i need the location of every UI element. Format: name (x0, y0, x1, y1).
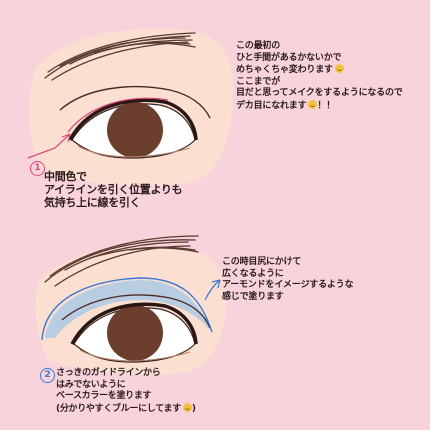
mid-note-line: アーモンドをイメージするような (222, 280, 354, 290)
top-note-line: デカ目になれます！！ (236, 99, 336, 111)
bottom-eye-crease (61, 294, 211, 329)
step-2-text: さっきのガイドラインから はみでないように ベースカラーを塗ります (分かりやす… (56, 368, 196, 415)
bottom-eye-figure (35, 235, 227, 375)
blue-outline (41, 277, 213, 341)
bottom-iris (107, 305, 163, 361)
base-color-shadow (45, 280, 210, 338)
mid-note-line: 感じで塗ります (222, 291, 284, 302)
top-note-line: 目だと思ってメイクをするようになるので (236, 88, 403, 98)
pointer-line (27, 133, 71, 159)
bottom-lower-lid (79, 349, 191, 362)
top-eye-crease (59, 85, 211, 119)
top-lower-lid (77, 145, 191, 158)
step-2-line: はみでないように (56, 379, 126, 390)
step-2-line: ベースカラーを塗ります (56, 391, 152, 401)
step-2-line: さっきのガイドラインから (56, 368, 161, 378)
step-1-number: 1 (30, 161, 45, 176)
top-note-line: めちゃくちゃ変わります (236, 64, 403, 77)
top-eye-figure (27, 28, 234, 186)
pointer-arrowhead (61, 133, 71, 143)
top-iris (107, 102, 163, 158)
mid-note: この時目尻にかけて 広くなるように アーモンドをイメージするような 感じで塗りま… (222, 257, 353, 303)
step-1-line: 中間色で (44, 170, 87, 183)
top-note-line: ひと手間があるかないかで (236, 52, 342, 63)
smile-emoji-icon (308, 99, 318, 109)
step-1-line: 気持ち上に線を引く (44, 196, 141, 209)
arrow-icon-head (211, 279, 221, 289)
top-eyebrow (44, 32, 196, 81)
top-upper-lid (68, 98, 198, 141)
arrow-icon (204, 279, 221, 301)
step-1-line: アイラインを引く位置よりも (44, 183, 183, 196)
guide-line (67, 97, 169, 133)
bottom-upper-lid (70, 302, 198, 345)
step-2-number: 2 (40, 368, 55, 383)
mid-note-line: この時目尻にかけて (222, 257, 302, 267)
smile-emoji-icon (334, 64, 344, 73)
step-1-text: 中間色で アイラインを引く位置よりも 気持ち上に線を引く (44, 170, 183, 209)
top-note-line: ここまでが (236, 76, 281, 87)
step-2-line: (分かりやすくブルーにしてます) (56, 402, 196, 414)
top-note-line: この最初の (236, 41, 281, 51)
top-note: この最初の ひと手間があるかないかで めちゃくちゃ変わります ここまでが 目だと… (236, 41, 403, 112)
mid-note-line: 広くなるように (222, 268, 284, 279)
bottom-eyebrow (44, 235, 199, 287)
smile-emoji-icon (182, 402, 192, 412)
